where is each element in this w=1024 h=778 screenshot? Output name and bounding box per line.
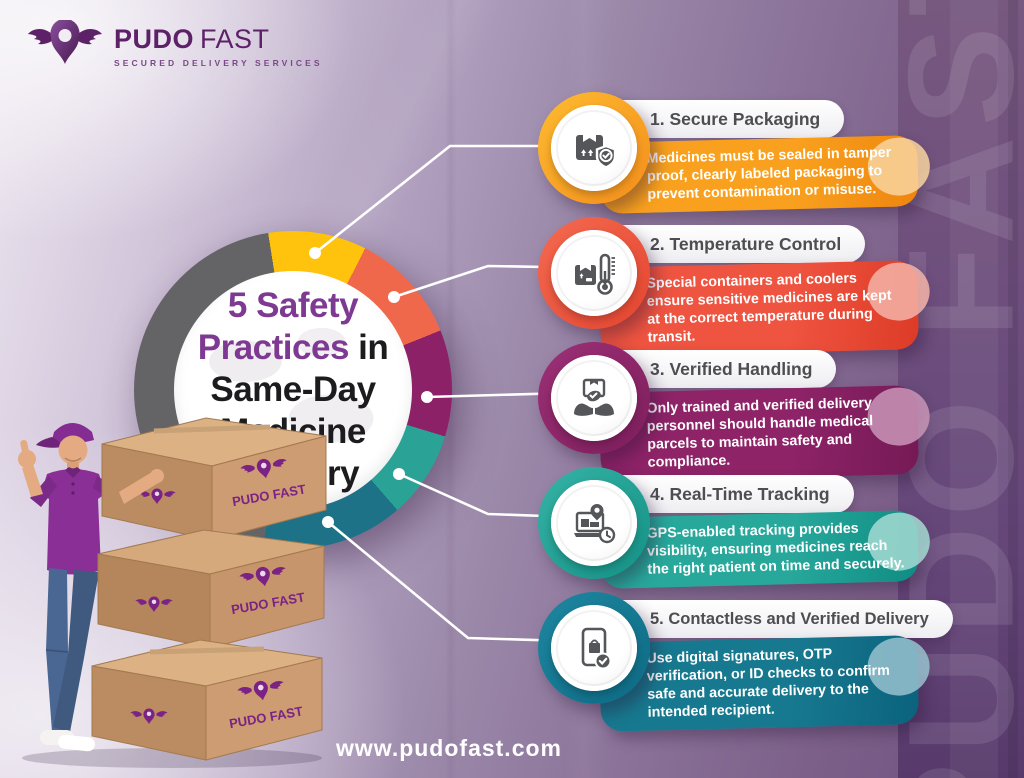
right-side-strip: PUDO FAST [898,0,1024,778]
secure-package-icon [576,135,617,169]
card-contactless-delivery: 5. Contactless and Verified Delivery Use… [538,592,953,732]
delivery-person-with-boxes: PUDO FAST PUDO FAST PUDO FAST [18,417,327,768]
card-temperature-control: 2. Temperature Control Special container… [538,217,924,357]
title-accent: 5 Safety [227,286,359,325]
title-rest: in [348,328,389,367]
card-icon-circle [551,355,637,441]
card-icon-circle [551,480,637,566]
card-icon-circle [551,105,637,191]
website-url: www.pudofast.com [336,735,562,761]
card-real-time-tracking: 4. Real-Time Tracking GPS-enabled tracki… [538,467,924,589]
winged-pin-icon [28,20,102,64]
real-time-tracking-icon [574,504,616,544]
contactless-delivery-icon [581,627,612,670]
card-icon-circle [551,230,637,316]
safety-practices-donut: 5 Safety Practices in Same-Day Medicine … [134,231,452,549]
title-accent: Practices [197,328,350,367]
title-line: Same-Day [210,370,376,409]
verified-handling-icon [574,378,614,416]
delivery-man [18,423,122,752]
card-title: 5. Contactless and Verified Delivery [594,600,953,638]
brand-light: FAST [200,24,270,54]
strip-band [1008,0,1018,778]
card-verified-handling: 3. Verified Handling Only trained and ve… [538,342,924,482]
resting-arm [119,469,164,504]
brand-tagline: SECURED DELIVERY SERVICES [114,58,323,68]
card-secure-packaging: 1. Secure Packaging Medicines must be se… [538,92,924,214]
ground-shadow [22,748,322,768]
card-icon-circle [551,605,637,691]
strip-band [950,0,998,778]
box-stack: PUDO FAST PUDO FAST PUDO FAST [91,417,327,761]
brand-bold: PUDO [114,24,195,54]
temperature-control-icon [575,253,615,295]
